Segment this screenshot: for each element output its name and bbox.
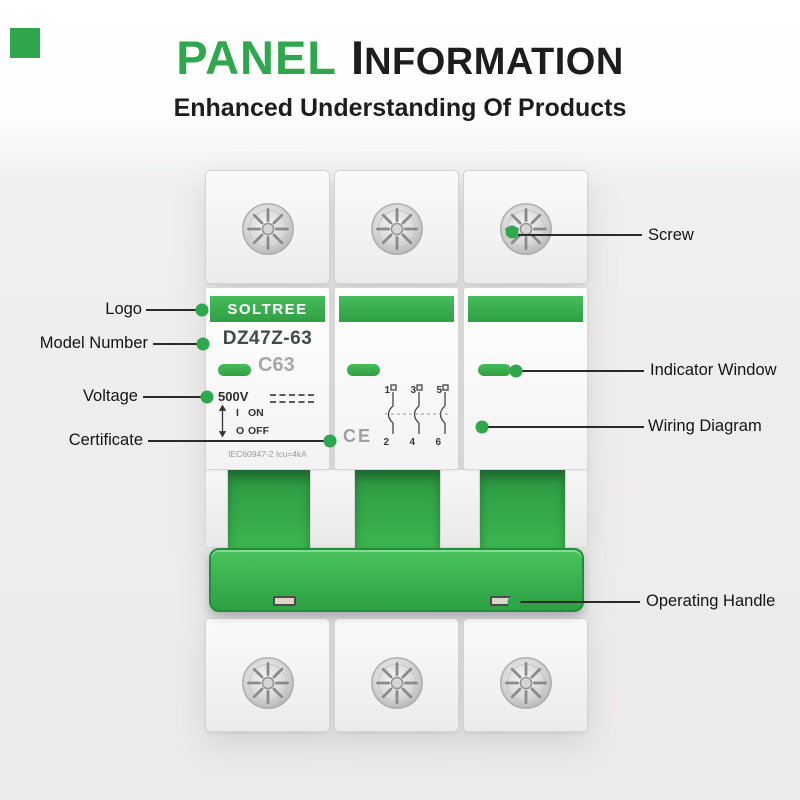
callout-label-voltage: Voltage (82, 387, 138, 405)
svg-text:6: 6 (435, 437, 441, 446)
terminal-block (205, 618, 330, 732)
callout-line-indicator-window (522, 370, 644, 372)
green-band (339, 296, 454, 322)
callout-label-indicator-window: Indicator Window (650, 361, 777, 379)
callout-label-screw: Screw (648, 226, 694, 244)
svg-text:1: 1 (384, 385, 390, 396)
terminal-block (463, 170, 588, 284)
model-number-text: DZ47Z-63 (222, 328, 313, 349)
indicator-window (347, 364, 380, 376)
terminal-block (205, 170, 330, 284)
title-panel: PANEL (176, 31, 338, 84)
callout-line-model-number (153, 343, 201, 345)
callout-line-voltage (143, 396, 205, 398)
terminal-block (334, 170, 459, 284)
callout-label-model-number: Model Number (39, 334, 148, 352)
voltage-text: 500V (218, 389, 249, 404)
pole-panel-right (463, 287, 588, 470)
decor-square (10, 28, 40, 58)
callout-line-screw (518, 234, 642, 236)
svg-text:5: 5 (436, 385, 442, 396)
frame-post (310, 470, 355, 548)
screw-icon (499, 203, 552, 255)
bottom-terminal-row (205, 618, 588, 732)
frame-post (440, 470, 480, 548)
frame-post (205, 470, 228, 548)
dc-symbol (270, 394, 314, 408)
title-information: INFORMATION (351, 31, 624, 84)
green-band (468, 296, 583, 322)
terminal-block (334, 618, 459, 732)
updown-arrow-icon (218, 404, 227, 438)
callout-dot-screw (505, 225, 519, 239)
current-rating-text: C63 (258, 354, 295, 376)
terminal-block (463, 618, 588, 732)
callout-dot-wiring-diagram (475, 420, 489, 434)
callout-label-certificate: Certificate (68, 431, 143, 449)
pole-panel-middle: CE 1 3 5 2 4 6 (334, 287, 459, 470)
callout-dot-certificate (323, 434, 337, 448)
screw-icon (241, 203, 294, 255)
callout-dot-model-number (196, 337, 210, 351)
callout-dot-logo (195, 303, 209, 317)
standard-text: IEC60947-2 Icu=4kA (228, 449, 307, 459)
indicator-window (218, 364, 251, 376)
callout-dot-indicator-window (509, 364, 523, 378)
operating-handle (209, 548, 584, 612)
svg-text:4: 4 (409, 437, 415, 446)
callout-line-wiring-diagram (488, 426, 644, 428)
page-subtitle: Enhanced Understanding Of Products (173, 94, 627, 122)
callout-label-operating-handle: Operating Handle (646, 592, 776, 610)
screw-icon (370, 657, 423, 709)
callout-line-operating-handle (520, 601, 640, 603)
callout-dot-voltage (200, 390, 214, 404)
callout-dot-operating-handle (507, 595, 521, 609)
handle-slot (273, 596, 296, 606)
toggle-lever (480, 470, 565, 548)
toggle-lever (355, 470, 440, 548)
indicator-window (478, 364, 511, 376)
svg-text:2: 2 (383, 437, 389, 446)
brand-band: SOLTREE (210, 296, 325, 322)
frame-post (565, 470, 588, 548)
toggle-lever (228, 470, 310, 548)
toggle-recess (205, 470, 588, 548)
svg-text:3: 3 (410, 385, 416, 396)
screw-icon (370, 203, 423, 255)
top-terminal-row (205, 170, 588, 284)
soltree-logo: SOLTREE (227, 300, 308, 318)
screw-icon (241, 657, 294, 709)
wiring-diagram: 1 3 5 2 4 6 (383, 384, 449, 446)
callout-label-logo: Logo (105, 300, 142, 318)
ce-mark: CE (343, 426, 373, 446)
callout-line-logo (146, 309, 200, 311)
callout-label-wiring-diagram: Wiring Diagram (648, 417, 762, 435)
callout-line-certificate (148, 440, 328, 442)
screw-icon (499, 657, 552, 709)
